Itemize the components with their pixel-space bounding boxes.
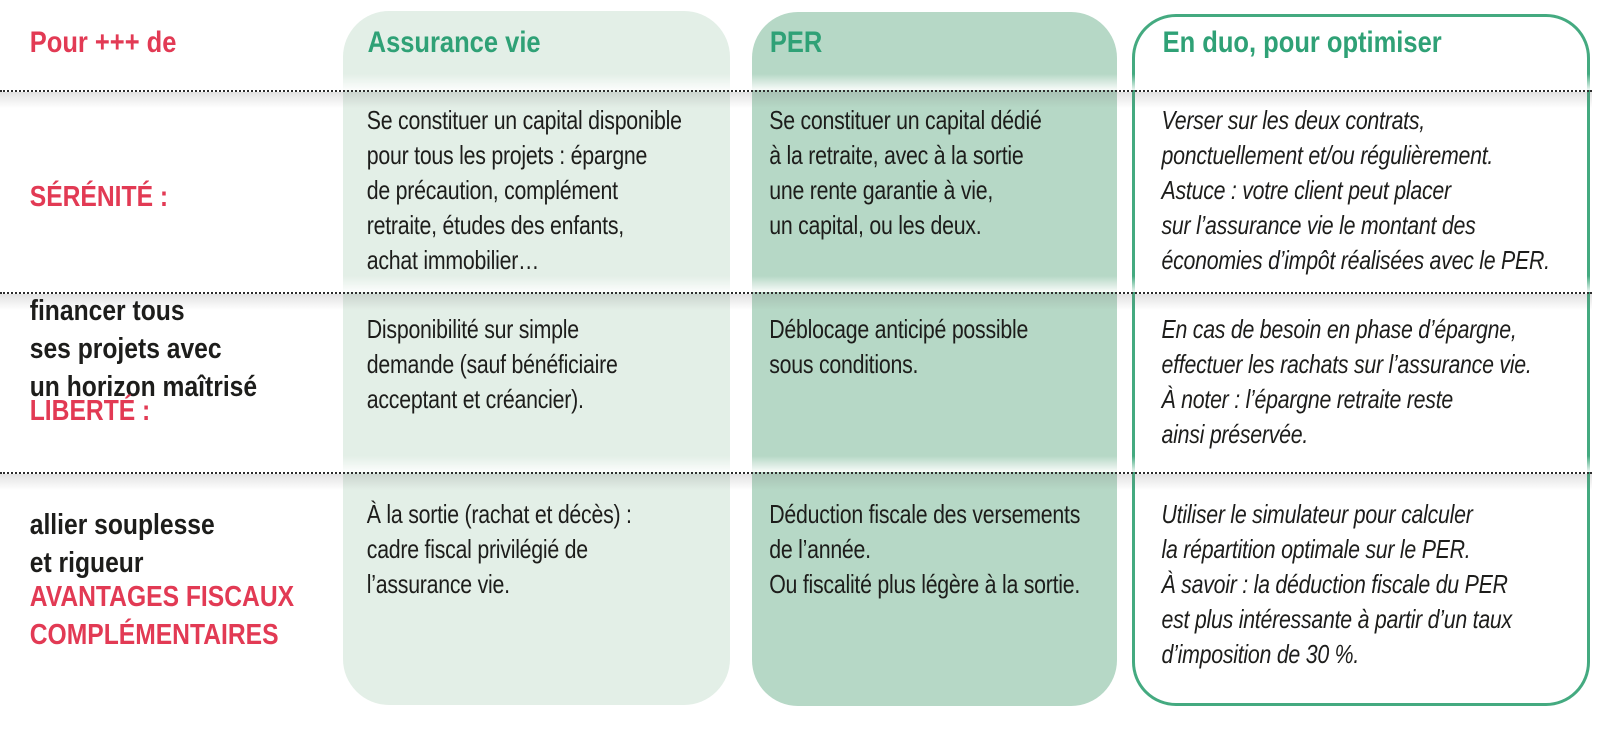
duo-column-outline-panel	[1132, 14, 1590, 706]
per-column-panel	[752, 12, 1117, 706]
header-per: PER	[769, 26, 823, 59]
cell-serenite-per: Se constituer un capital dédié à la retr…	[769, 105, 1042, 240]
row-label-avantages-fiscaux: AVANTAGES FISCAUX COMPLÉMENTAIRES	[0, 472, 295, 730]
row-label-title: AVANTAGES FISCAUX COMPLÉMENTAIRES	[29, 581, 295, 651]
cell-serenite-duo: Verser sur les deux contrats, ponctuelle…	[1161, 105, 1551, 275]
row-label-body: allier souplesse et rigueur	[29, 509, 215, 579]
row-label-title: LIBERTÉ :	[29, 395, 151, 427]
header-en-duo: En duo, pour optimiser	[1162, 26, 1442, 59]
cell-liberte-per: Déblocage anticipé possible sous conditi…	[769, 314, 1029, 379]
cell-serenite-assurance-vie: Se constituer un capital disponible pour…	[366, 105, 682, 275]
row-label-liberte: LIBERTÉ : allier souplesse et rigueur	[0, 292, 292, 579]
cell-liberte-duo: En cas de besoin en phase d’épargne, eff…	[1161, 314, 1532, 449]
assurance-vie-column-panel	[343, 11, 730, 705]
row-label-body: financer tous ses projets avec un horizo…	[29, 295, 258, 403]
cell-avantages-per: Déduction fiscale des versements de l’an…	[769, 499, 1081, 599]
row-label-serenite: SÉRÉNITÉ : financer tous ses projets ave…	[0, 90, 292, 403]
cell-avantages-duo: Utiliser le simulateur pour calculer la …	[1161, 499, 1513, 669]
header-assurance-vie: Assurance vie	[367, 26, 541, 59]
cell-avantages-assurance-vie: À la sortie (rachat et décès) : cadre fi…	[366, 499, 632, 599]
cell-liberte-assurance-vie: Disponibilité sur simple demande (sauf b…	[366, 314, 618, 414]
header-pour-plus-de: Pour +++ de	[29, 26, 177, 59]
row-label-title: SÉRÉNITÉ :	[29, 181, 169, 213]
